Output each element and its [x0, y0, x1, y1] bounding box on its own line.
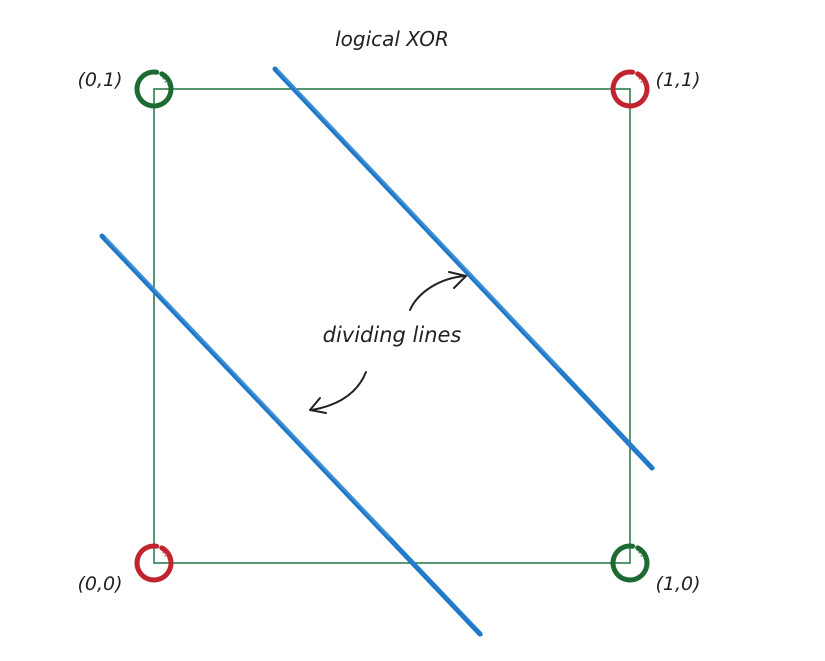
point-marker-0-0 [134, 543, 174, 583]
arrow-to-lower-line [309, 371, 367, 414]
point-label-1-0: (1,0) [655, 573, 700, 595]
point-marker-1-0 [610, 543, 650, 583]
arrow-to-upper-line [409, 271, 467, 311]
point-marker-0-1 [134, 69, 174, 109]
point-label-0-1: (0,1) [77, 69, 122, 91]
diagram-title: logical XOR [335, 27, 449, 51]
point-label-1-1: (1,1) [655, 69, 700, 91]
point-label-0-0: (0,0) [77, 573, 122, 595]
point-marker-1-1 [610, 69, 650, 109]
dividing-line-lower [99, 233, 483, 637]
dividing-lines-label: dividing lines [323, 323, 462, 347]
dividing-line-upper [272, 66, 655, 471]
unit-square [153, 88, 631, 564]
